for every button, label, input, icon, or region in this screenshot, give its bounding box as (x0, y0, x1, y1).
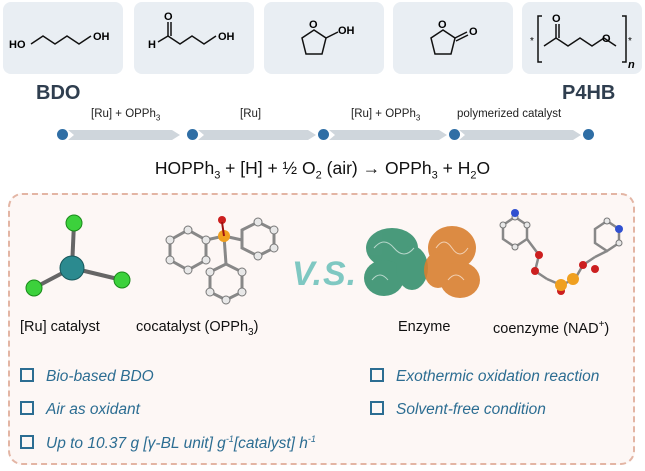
atom-oh: OH (338, 25, 355, 37)
atom-o: O (552, 13, 561, 25)
bullet-solvent-free: Solvent-free condition (370, 400, 546, 419)
checkbox-icon (20, 435, 34, 450)
atom-oh: OH (218, 31, 235, 43)
pathway-dot-2 (187, 129, 198, 140)
caption-coenzyme: coenzyme (NAD+) (493, 319, 610, 337)
bullet-productivity: Up to 10.37 g [γ-BL unit] g-1[catalyst] … (20, 434, 316, 453)
atom-ho: HO (9, 39, 26, 51)
atom-star: * (628, 36, 632, 47)
step-label-1: [Ru] + OPPh3 (91, 108, 161, 123)
versus-label: V.S. (292, 255, 358, 293)
bdo-structure-card: HO OH (3, 2, 123, 74)
checkbox-icon (370, 367, 384, 382)
chevron-arrow-3 (329, 130, 447, 140)
checkbox-icon (20, 400, 34, 415)
coenzyme-model (499, 209, 623, 295)
repeat-n: n (628, 59, 635, 71)
atom-h: H (148, 39, 156, 51)
pathway-dot-5 (583, 129, 594, 140)
checkbox-icon (370, 400, 384, 415)
label-bdo: BDO (36, 82, 81, 104)
enzyme-model (364, 226, 480, 298)
gbl-structure-card: O O (393, 2, 513, 74)
bullet-text: Solvent-free condition (396, 401, 546, 418)
pathway-dot-1 (57, 129, 68, 140)
checkbox-icon (20, 367, 34, 382)
bullet-exothermic: Exothermic oxidation reaction (370, 367, 600, 386)
aldehyde-structure-card: O H OH (134, 2, 254, 74)
atom-o: O (438, 19, 447, 31)
bdo-structure: HO OH (9, 31, 110, 51)
chevron-arrow-1 (68, 130, 180, 140)
pathway-dot-3 (318, 129, 329, 140)
caption-enzyme: Enzyme (398, 319, 451, 335)
pathway-dot-4 (449, 129, 460, 140)
atom-o: O (469, 26, 478, 38)
lactol-structure: O OH (301, 19, 355, 55)
bullet-text: Bio-based BDO (46, 368, 154, 385)
gbl-structure: O O (430, 19, 478, 55)
step-label-4: polymerized catalyst (457, 108, 562, 120)
atom-o: O (309, 19, 318, 31)
comparison-panel (8, 193, 635, 465)
aldehyde-structure: O H OH (148, 11, 235, 51)
caption-cocatalyst: cocatalyst (OPPh3) (136, 319, 259, 338)
atom-o: O (164, 11, 173, 23)
p4hb-structure-card: O O * * n (522, 2, 642, 74)
bullet-text: Exothermic oxidation reaction (396, 368, 600, 385)
atom-star: * (530, 36, 534, 47)
chevron-arrow-2 (198, 130, 316, 140)
bullet-air-oxidant: Air as oxidant (20, 400, 140, 419)
cocatalyst-model (165, 216, 279, 305)
atom-oh: OH (93, 31, 110, 43)
chevron-arrow-4 (459, 130, 581, 140)
caption-ru-catalyst: [Ru] catalyst (20, 319, 100, 335)
label-p4hb: P4HB (562, 82, 616, 104)
step-label-2: [Ru] (240, 108, 262, 120)
ru-catalyst-model (25, 214, 131, 297)
step-label-3: [Ru] + OPPh3 (351, 108, 421, 123)
bullet-text: Air as oxidant (46, 401, 140, 418)
overall-equation: HOPPh3 + [H] + ½ O2 (air) → OPPh3 + H2O (154, 158, 491, 182)
atom-o: O (602, 33, 611, 45)
bullet-bio-based-bdo: Bio-based BDO (20, 367, 154, 386)
bullet-text: Up to 10.37 g [γ-BL unit] g-1[catalyst] … (46, 434, 316, 453)
p4hb-structure: O O * * n (530, 13, 635, 71)
lactol-structure-card: O OH (264, 2, 384, 74)
